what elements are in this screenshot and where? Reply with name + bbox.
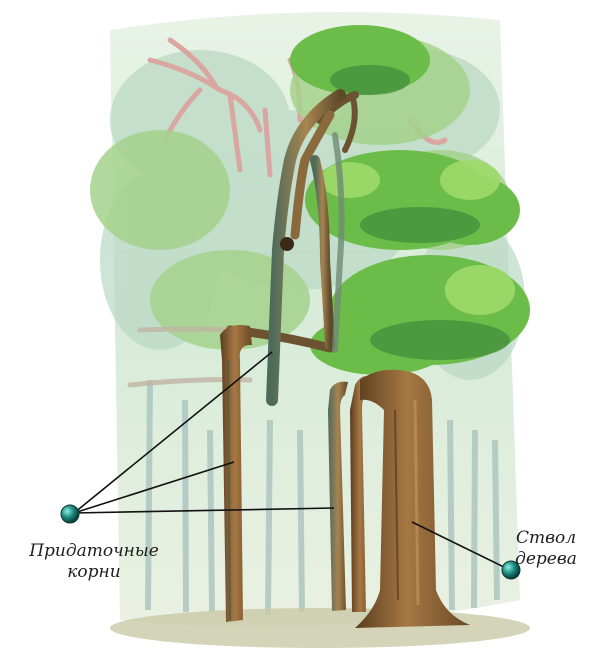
- label-adventitious-roots-line2: корни: [10, 562, 178, 583]
- label-tree-trunk-line2: дерева: [505, 549, 587, 570]
- label-adventitious-roots: Придаточные корни: [10, 541, 178, 583]
- label-adventitious-roots-line1: Придаточные: [10, 541, 178, 562]
- roots-marker-dot: [61, 505, 79, 523]
- label-tree-trunk-line1: Ствол: [505, 528, 587, 549]
- label-tree-trunk: Ствол дерева: [505, 528, 587, 570]
